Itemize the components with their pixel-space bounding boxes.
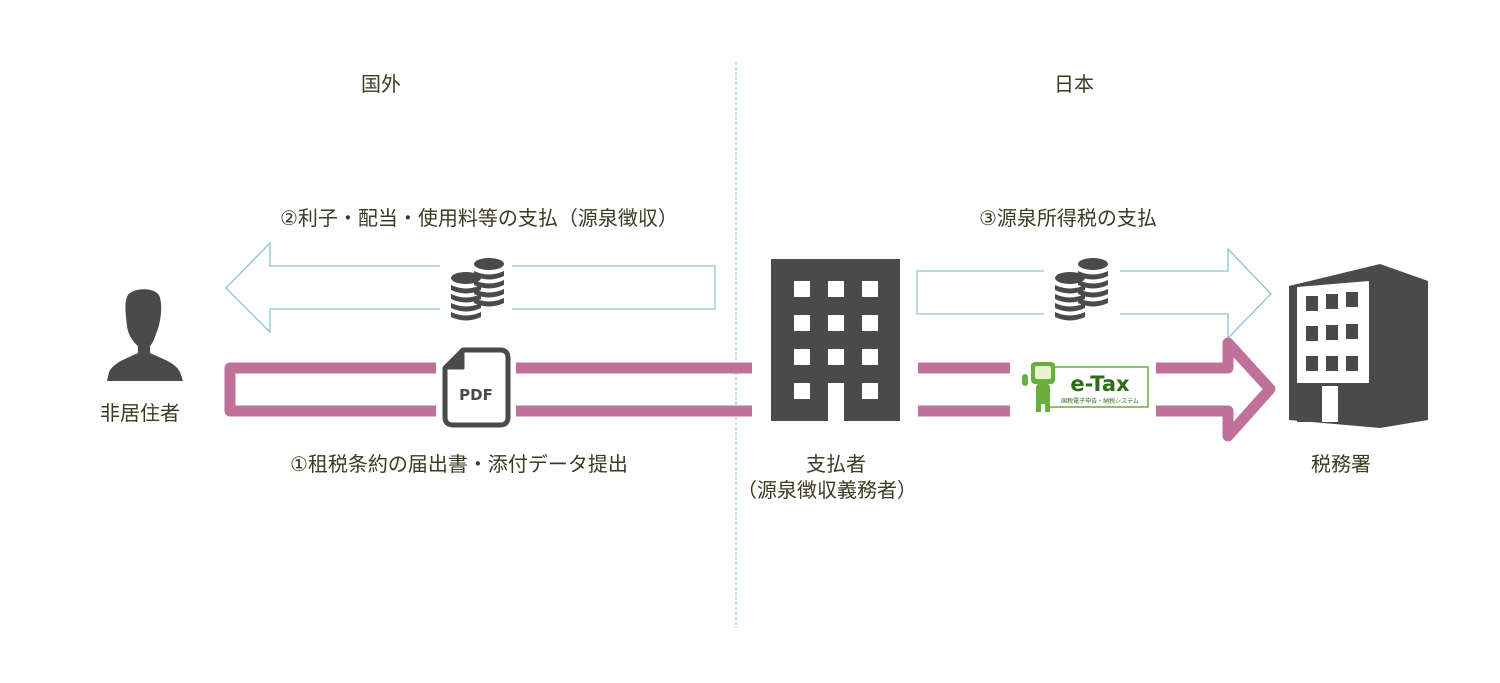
actor-payer-role: （源泉徴収義務者） <box>737 478 917 502</box>
etax-label: e-Tax <box>1070 372 1130 396</box>
step3-label: ③源泉所得税の支払 <box>979 206 1157 230</box>
actor-non-resident: 非居住者 <box>100 401 180 425</box>
region-label-overseas: 国外 <box>361 72 401 96</box>
step1-label: ①租税条約の届出書・添付データ提出 <box>290 452 628 476</box>
person-icon <box>107 289 183 381</box>
actor-tax-office: 税務署 <box>1311 452 1371 476</box>
pdf-file-icon: PDF <box>442 347 511 428</box>
region-label-japan: 日本 <box>1054 72 1094 96</box>
etax-subtitle: 国税電子申告・納税システム <box>1061 397 1139 405</box>
actor-payer: 支払者 （源泉徴収義務者） <box>736 451 936 503</box>
step2-label: ②利子・配当・使用料等の支払（源泉徴収） <box>280 206 678 230</box>
coins-icon <box>451 258 504 321</box>
etax-submission-arrow <box>918 337 1276 442</box>
actor-payer-name: 支払者 <box>806 452 866 476</box>
etax-logo: e-Tax 国税電子申告・納税システム <box>1022 362 1149 412</box>
tax-office-building-icon <box>1289 264 1428 428</box>
pdf-label: PDF <box>459 386 493 404</box>
coins-icon <box>1055 258 1108 321</box>
payer-building-icon <box>771 259 900 421</box>
